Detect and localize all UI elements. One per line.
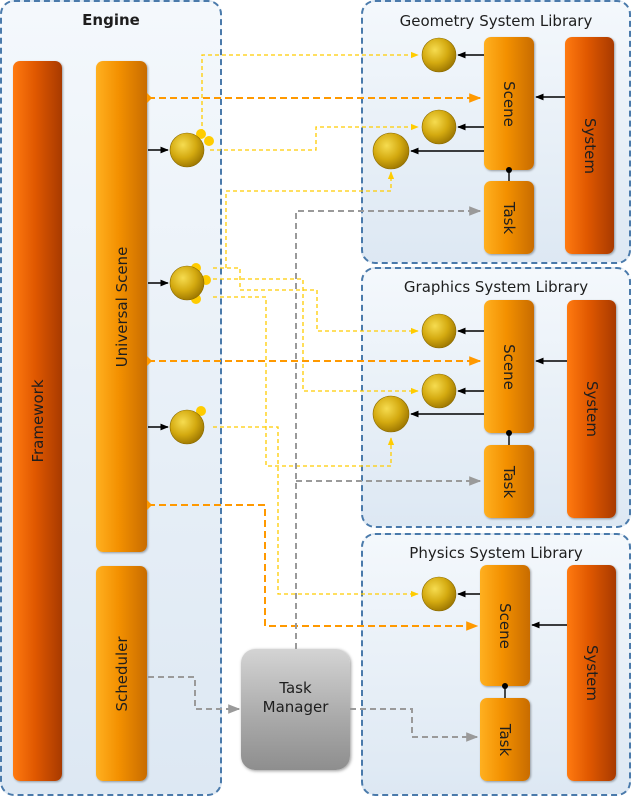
task-links xyxy=(148,206,482,742)
task-link xyxy=(295,206,482,649)
universal-object-1 xyxy=(169,129,214,168)
graphics-library-title: Graphics System Library xyxy=(403,278,589,296)
graphics-object-3 xyxy=(372,395,410,433)
scene-link-start-icon xyxy=(147,93,152,103)
object-connectors xyxy=(148,51,567,698)
change-link xyxy=(213,267,419,335)
physics-object-1 xyxy=(421,576,457,612)
scene-links xyxy=(148,93,482,631)
graphics-scene-block: Scene xyxy=(484,300,534,433)
universal-object-2 xyxy=(169,263,211,304)
change-link xyxy=(201,51,419,133)
geometry-object-2 xyxy=(421,109,457,145)
scheduler-block: Scheduler xyxy=(96,566,147,781)
scene-link-starts xyxy=(147,93,152,510)
universal-object-3 xyxy=(169,406,206,445)
task-link xyxy=(148,676,241,714)
graphics-object-1 xyxy=(421,313,457,349)
geometry-library-title: Geometry System Library xyxy=(399,12,593,30)
scene-link xyxy=(148,504,479,631)
universal-scene-block: Universal Scene xyxy=(96,61,147,552)
graphics-task-block: Task xyxy=(484,445,534,518)
physics-scene-block: Scene xyxy=(480,565,530,686)
geometry-object-3 xyxy=(372,132,410,170)
change-link xyxy=(213,278,419,395)
engine-title: Engine xyxy=(82,11,140,29)
connector-dot xyxy=(506,167,512,173)
geometry-scene-block: Scene xyxy=(484,37,534,170)
graphics-system-block: System xyxy=(567,300,616,518)
task-manager-block: Task Manager xyxy=(241,649,350,770)
task-manager-label-line1: Task xyxy=(279,679,312,697)
object-circles xyxy=(169,37,457,612)
change-link xyxy=(225,171,395,268)
physics-library-title: Physics System Library xyxy=(409,544,583,562)
task-manager-label-line2: Manager xyxy=(262,698,329,716)
change-link xyxy=(210,123,419,151)
connector-dots xyxy=(502,167,512,689)
geometry-object-1 xyxy=(421,37,457,73)
geometry-system-block: System xyxy=(565,37,614,254)
task-manager-label: Task Manager xyxy=(241,679,350,717)
scene-link-start-icon xyxy=(147,356,152,366)
framework-block: Framework xyxy=(13,61,62,781)
task-link xyxy=(350,708,479,742)
geometry-task-block: Task xyxy=(484,181,534,254)
physics-task-block: Task xyxy=(480,698,530,781)
change-link xyxy=(213,296,395,467)
connector-dot xyxy=(502,683,508,689)
connector-dot xyxy=(506,430,512,436)
physics-system-block: System xyxy=(567,565,616,781)
graphics-object-2 xyxy=(421,373,457,409)
change-links xyxy=(201,51,419,598)
scene-link-start-icon xyxy=(147,500,152,510)
change-link xyxy=(213,426,419,598)
